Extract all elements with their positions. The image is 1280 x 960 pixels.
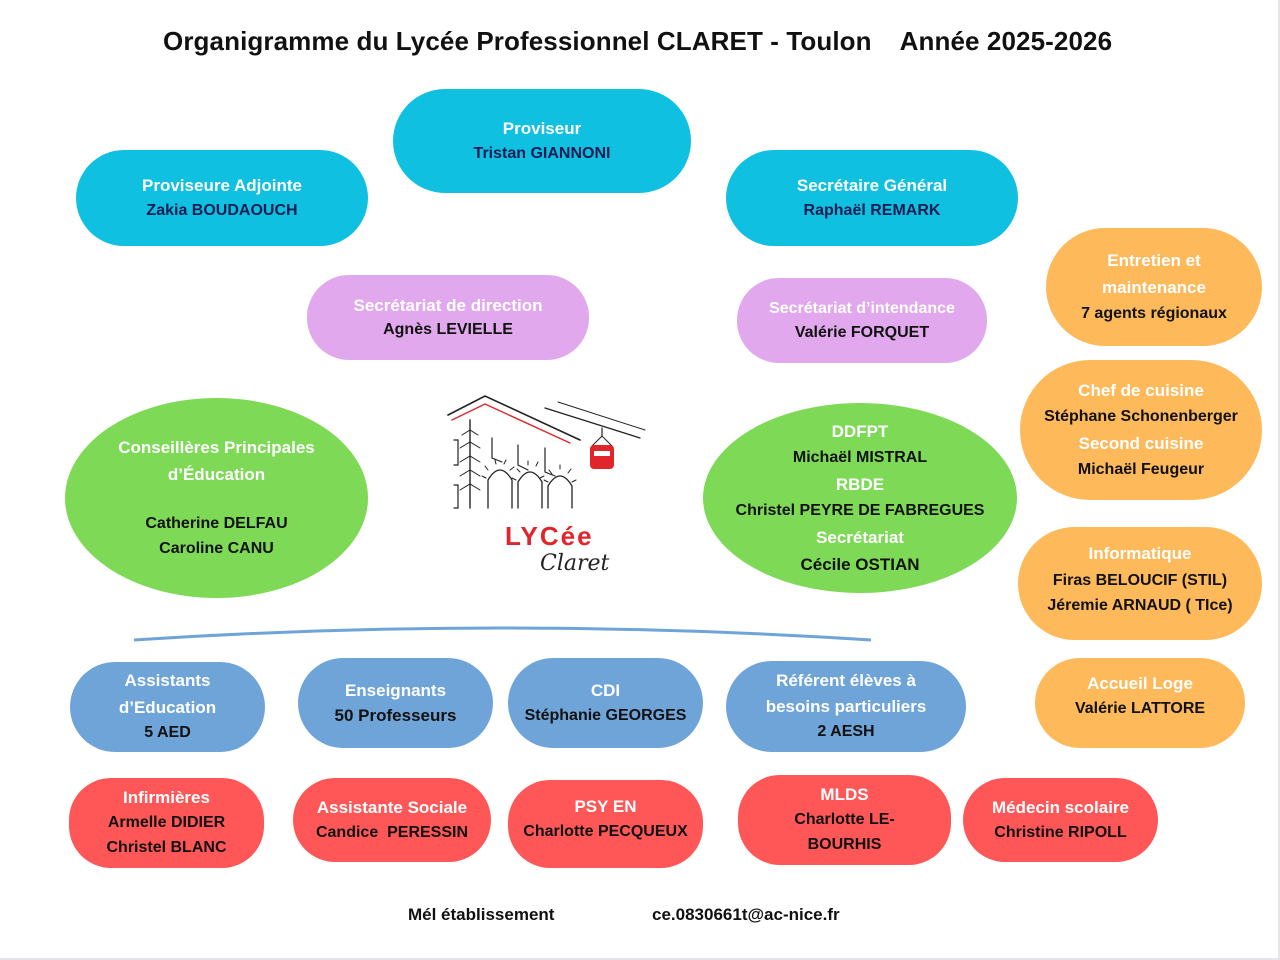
node-secretariat-direction: Secrétariat de direction Agnès LEVIELLE (307, 275, 589, 360)
node-secretaire-general: Secrétaire Général Raphaël REMARK (726, 150, 1018, 246)
person-name: 2 AESH (817, 723, 875, 741)
node-proviseur: Proviseur Tristan GIANNONI (393, 89, 691, 193)
node-referent-besoins-particuliers: Référent élèves à besoins particuliers 2… (726, 661, 966, 752)
role-label-line1: Conseillères Principales (118, 438, 315, 458)
lycee-claret-logo: LYCée Claret (447, 395, 646, 576)
person-name: Stéphanie GEORGES (524, 706, 687, 724)
person-name: Valérie FORQUET (794, 323, 930, 341)
role-label: Secrétariat de direction (353, 295, 543, 315)
person-name: Agnès LEVIELLE (383, 321, 513, 339)
title-text: Organigramme du Lycée Professionnel CLAR… (163, 26, 872, 56)
role-label: Proviseure Adjointe (142, 176, 302, 196)
role-label: Assistante Sociale (316, 798, 468, 818)
node-mlds: MLDS Charlotte LE- BOURHIS (738, 775, 951, 865)
logo-word-lycee: LYCée (505, 521, 594, 551)
person-name: BOURHIS (807, 836, 882, 854)
person-name: Michaël MISTRAL (792, 449, 928, 467)
role-label: Proviseur (502, 119, 582, 139)
person-name: Christine RIPOLL (994, 823, 1127, 841)
person-name: Christel BLANC (106, 839, 227, 857)
person-name: Christel PEYRE DE FABREGUES (735, 502, 985, 519)
person-name: Charlotte PECQUEUX (523, 822, 688, 840)
role-label-line1: Référent élèves à (776, 670, 916, 690)
footer-email-address[interactable]: ce.0830661t@ac-nice.fr (652, 905, 840, 924)
role-label: Secrétaire Général (796, 176, 948, 196)
role-label: Enseignants (344, 680, 447, 700)
role-label: Accueil Loge (1087, 674, 1193, 694)
role-label: Informatique (1088, 544, 1192, 564)
role-label: Secrétariat (816, 527, 904, 547)
person-name: Caroline CANU (159, 540, 274, 558)
page-title: Organigramme du Lycée Professionnel CLAR… (163, 26, 1112, 57)
node-medecin-scolaire: Médecin scolaire Christine RIPOLL (963, 778, 1158, 862)
role-label: CDI (590, 681, 621, 701)
node-accueil-loge: Accueil Loge Valérie LATTORE (1035, 658, 1245, 748)
role-label: Secrétariat d’intendance (769, 299, 955, 317)
node-ddfpt: DDFPT Michaël MISTRAL RBDE Christel PEYR… (703, 403, 1017, 593)
node-cuisine: Chef de cuisine Stéphane Schonenberger S… (1020, 360, 1262, 500)
person-name: 7 agents régionaux (1081, 305, 1227, 323)
person-name: Raphaël REMARK (803, 201, 941, 219)
person-name: Valérie LATTORE (1074, 699, 1206, 717)
node-proviseure-adjointe: Proviseure Adjointe Zakia BOUDAOUCH (76, 150, 368, 246)
role-label: PSY EN (574, 797, 637, 817)
role-label-line1: Entretien et (1107, 251, 1201, 271)
role-label-line2: d’Éducation (167, 465, 266, 485)
role-label: Second cuisine (1078, 434, 1204, 453)
node-entretien-maintenance: Entretien et maintenance 7 agents région… (1046, 228, 1262, 346)
node-informatique: Informatique Firas BELOUCIF (STIL) Jérem… (1018, 527, 1262, 640)
role-label: Chef de cuisine (1078, 381, 1204, 401)
role-label: Médecin scolaire (991, 798, 1129, 818)
node-cpe: Conseillères Principales d’Éducation Cat… (65, 398, 368, 598)
person-name: Candice PERESSIN (315, 823, 469, 841)
role-label-line2: besoins particuliers (765, 697, 927, 717)
role-label: DDFPT (831, 422, 889, 442)
node-assistante-sociale: Assistante Sociale Candice PERESSIN (293, 778, 491, 862)
person-name: Catherine DELFAU (145, 514, 288, 532)
logo-word-claret: Claret (540, 551, 610, 576)
role-label: RBDE (835, 474, 885, 494)
node-cdi: CDI Stéphanie GEORGES (508, 658, 703, 748)
node-enseignants: Enseignants 50 Professeurs (298, 658, 493, 748)
role-label: Infirmières (123, 788, 210, 808)
person-name: Jéremie ARNAUD ( TIce) (1047, 597, 1233, 615)
node-secretariat-intendance: Secrétariat d’intendance Valérie FORQUET (737, 278, 987, 363)
person-name: Zakia BOUDAOUCH (146, 201, 298, 219)
person-name: Firas BELOUCIF (STIL) (1052, 571, 1228, 589)
node-assistants-education: Assistants d’Education 5 AED (70, 662, 265, 752)
footer-email-label: Mél établissement (408, 905, 555, 924)
connector-curve (133, 626, 872, 642)
school-year: Année 2025-2026 (899, 26, 1113, 56)
role-label: MLDS (820, 785, 869, 805)
person-name: 50 Professeurs (334, 706, 457, 725)
person-name: Armelle DIDIER (107, 814, 226, 832)
person-name: Tristan GIANNONI (473, 144, 611, 162)
node-psy-en: PSY EN Charlotte PECQUEUX (508, 780, 703, 868)
cable-car-building-icon (447, 395, 646, 509)
role-label-line2: d’Education (118, 697, 217, 717)
person-name: Stéphane Schonenberger (1044, 408, 1238, 426)
person-name: 5 AED (144, 723, 191, 741)
role-label-line1: Assistants (124, 671, 211, 691)
person-name: Michaël Feugeur (1077, 461, 1205, 479)
person-name: Charlotte LE- (794, 811, 895, 829)
node-infirmieres: Infirmières Armelle DIDIER Christel BLAN… (69, 778, 264, 868)
cable-car-cabin (590, 445, 614, 469)
person-name: Cécile OSTIAN (800, 554, 920, 574)
role-label-line2: maintenance (1102, 278, 1206, 298)
